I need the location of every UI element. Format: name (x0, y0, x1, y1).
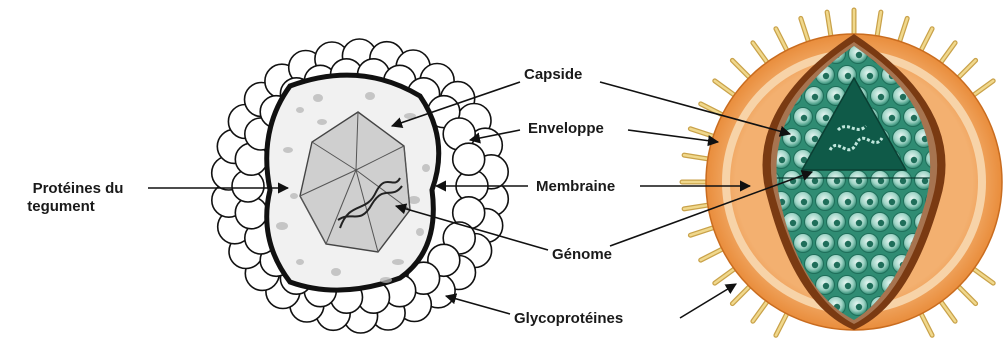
capsomere-core (845, 199, 851, 205)
capsomere-core (823, 115, 829, 121)
capsomere-core (856, 52, 862, 58)
capsomere-core (889, 199, 895, 205)
label-proteines-du-tegument: Protéines du tegument (8, 180, 148, 216)
capsomere-core (889, 241, 895, 247)
capsomere-core (856, 304, 862, 310)
capsomere-core (812, 262, 818, 268)
capsomere-core (812, 136, 818, 142)
tegument-speckle (422, 164, 430, 172)
label-glycoproteines: Glycoprotéines (514, 310, 623, 328)
capsomere-core (790, 136, 796, 142)
glyco-leader-left (446, 296, 510, 314)
label-proteines-line1: Protéines du (8, 180, 148, 198)
capsomere-core (889, 115, 895, 121)
capsomere-core (878, 262, 884, 268)
capsomere-core (845, 241, 851, 247)
capsomere-core (900, 220, 906, 226)
tegument-speckle (296, 107, 304, 113)
capsomere-core (900, 178, 906, 184)
tegument-speckle (365, 92, 375, 100)
capsomere-core (845, 73, 851, 79)
capsomere-core (812, 220, 818, 226)
capsomere-core (823, 199, 829, 205)
capsomere-core (856, 178, 862, 184)
capsomere-core (867, 73, 873, 79)
label-enveloppe: Enveloppe (528, 120, 604, 138)
capsomere-core (867, 283, 873, 289)
capsomere-core (812, 178, 818, 184)
label-proteines-line2: tegument (0, 198, 148, 216)
capsomere-core (834, 94, 840, 100)
tegument-speckle (296, 259, 304, 265)
capsomere-core (779, 157, 785, 163)
right-virion-colored (682, 10, 1002, 335)
capsomere-core (801, 115, 807, 121)
capsomere-core (911, 199, 917, 205)
capsomere-core (801, 241, 807, 247)
capsomere-core (911, 157, 917, 163)
tegument-speckle (380, 277, 392, 283)
capsomere-core (823, 283, 829, 289)
label-genome: Génome (552, 246, 612, 264)
capsomere-core (878, 178, 884, 184)
capsomere-core (867, 241, 873, 247)
envelope-bump (453, 143, 485, 175)
label-capside: Capside (524, 66, 582, 84)
capsomere-core (801, 199, 807, 205)
capsomere-core (878, 94, 884, 100)
capsomere-core (856, 220, 862, 226)
tegument-speckle (392, 259, 404, 265)
tegument-speckle (416, 228, 424, 236)
capsomere-core (823, 241, 829, 247)
capsomere-core (867, 199, 873, 205)
tegument-speckle (290, 193, 298, 199)
tegument-speckle (283, 147, 293, 153)
tegument-speckle (331, 268, 341, 276)
tegument-speckle (317, 119, 327, 125)
capsomere-core (834, 220, 840, 226)
capsomere-core (790, 220, 796, 226)
capsomere-core (900, 136, 906, 142)
capsomere-core (823, 73, 829, 79)
tegument-speckle (313, 94, 323, 102)
capsomere-core (834, 178, 840, 184)
capsomere-core (911, 115, 917, 121)
capsomere-core (856, 262, 862, 268)
label-membraine: Membraine (536, 178, 615, 196)
tegument-speckle (276, 222, 288, 230)
capsomere-core (812, 94, 818, 100)
capsomere-core (834, 262, 840, 268)
capsomere-core (900, 94, 906, 100)
capsomere-core (922, 178, 928, 184)
capsomere-core (878, 220, 884, 226)
capsomere-core (845, 283, 851, 289)
glyco-leader-right (680, 284, 736, 318)
